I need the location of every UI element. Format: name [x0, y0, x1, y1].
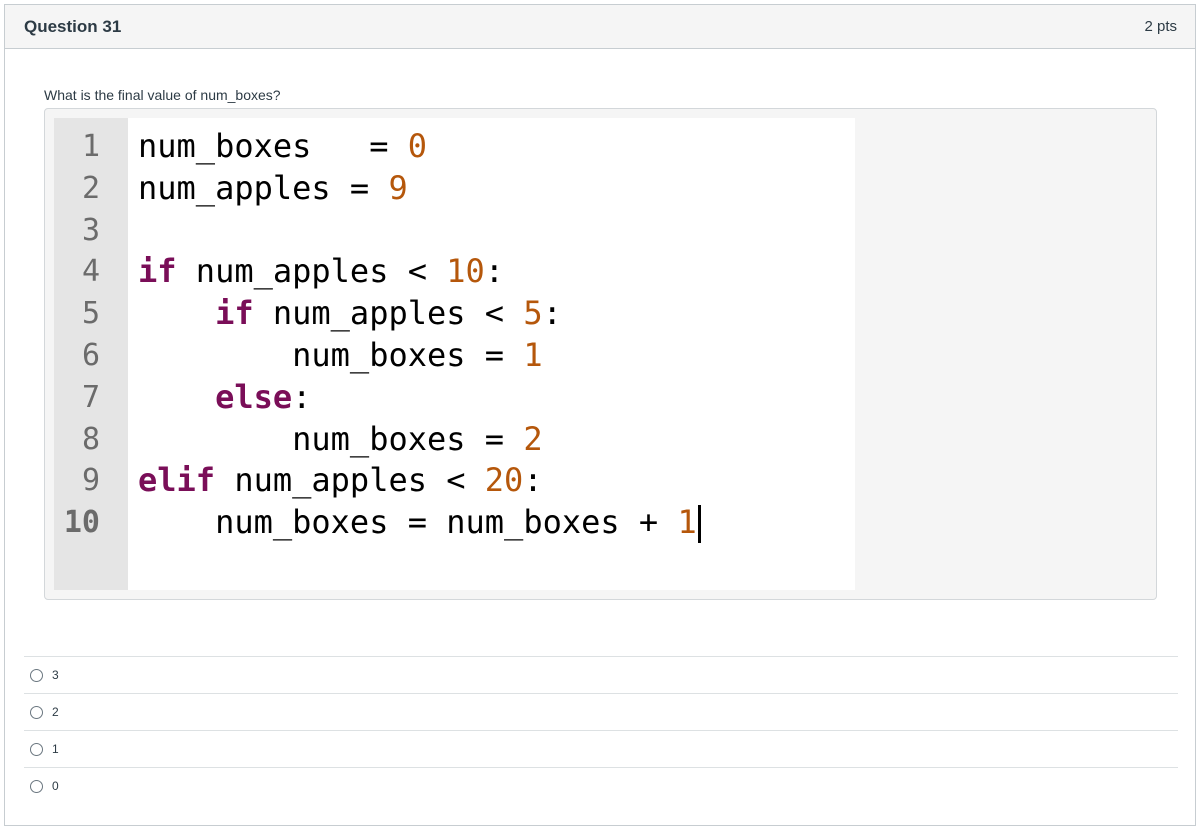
code-keyword: elif: [138, 461, 216, 500]
code-line[interactable]: num_boxes = num_boxes + 1: [138, 502, 855, 544]
code-text: num_apples =: [138, 168, 389, 207]
line-number: 3: [81, 212, 100, 248]
code-text: :: [484, 252, 505, 291]
question-prompt: What is the final value of num_boxes?: [44, 87, 281, 103]
line-number: 1: [81, 129, 100, 164]
code-text: num_apples <: [176, 252, 447, 291]
answer-label: 2: [52, 705, 59, 719]
line-number: 7: [81, 379, 100, 415]
code-line[interactable]: num_boxes = 1: [138, 335, 855, 377]
code-line[interactable]: num_boxes = 2: [138, 419, 855, 461]
code-text: [138, 294, 215, 332]
question-card: Question 31 2 pts What is the final valu…: [4, 4, 1196, 826]
question-header: Question 31 2 pts: [5, 5, 1195, 49]
code-text: num_apples <: [215, 461, 485, 500]
code-line[interactable]: num_boxes = 0: [138, 126, 855, 168]
line-number: 9: [81, 463, 100, 499]
radio-button[interactable]: [30, 705, 43, 719]
code-number: 1: [523, 335, 543, 374]
code-text: num_boxes =: [138, 335, 524, 374]
code-keyword: if: [215, 294, 254, 333]
line-number: 6: [81, 337, 100, 373]
answer-option[interactable]: 2: [24, 693, 1178, 730]
radio-button[interactable]: [30, 668, 43, 682]
code-line[interactable]: else:: [138, 377, 855, 419]
question-points: 2 pts: [1144, 18, 1177, 35]
line-number: 4: [81, 254, 100, 290]
code-text: :: [542, 294, 562, 333]
code-number: 0: [407, 127, 427, 165]
code-number: 1: [677, 503, 697, 542]
line-number-gutter: 1 2 3 4 5 6 7 8 9 10: [54, 118, 128, 590]
answer-label: 3: [52, 668, 59, 682]
radio-button[interactable]: [30, 742, 43, 756]
code-keyword: else: [215, 377, 293, 416]
line-number: 5: [81, 296, 100, 332]
code-text: num_boxes =: [138, 127, 408, 165]
code-text: :: [292, 377, 312, 416]
answer-label: 1: [52, 742, 59, 756]
code-number: 2: [523, 419, 543, 458]
text-cursor: [697, 505, 701, 544]
code-line[interactable]: [138, 210, 855, 252]
question-title: Question 31: [24, 16, 122, 36]
code-line[interactable]: if num_apples < 5:: [138, 293, 855, 335]
code-number: 20: [484, 461, 524, 500]
code-text: :: [523, 461, 543, 500]
answer-option[interactable]: 1: [24, 730, 1178, 767]
code-keyword: if: [138, 252, 177, 291]
code-line[interactable]: elif num_apples < 20:: [138, 460, 855, 502]
line-number: 8: [81, 421, 100, 457]
code-text: num_apples <: [253, 294, 524, 333]
answer-option[interactable]: 3: [24, 656, 1178, 693]
code-text: [138, 378, 215, 416]
radio-button[interactable]: [30, 779, 43, 793]
line-number: 10: [63, 505, 100, 541]
line-number: 2: [81, 170, 100, 206]
code-line[interactable]: if num_apples < 10:: [138, 251, 855, 293]
code-line[interactable]: num_apples = 9: [138, 168, 855, 210]
code-number: 10: [446, 252, 485, 291]
answer-option[interactable]: 0: [24, 767, 1178, 804]
code-number: 5: [523, 294, 543, 333]
answer-label: 0: [52, 779, 59, 793]
code-text: num_boxes =: [138, 419, 524, 458]
answer-list: 3 2 1 0: [24, 656, 1178, 804]
code-text: num_boxes = num_boxes +: [138, 503, 678, 542]
code-number: 9: [388, 168, 408, 207]
